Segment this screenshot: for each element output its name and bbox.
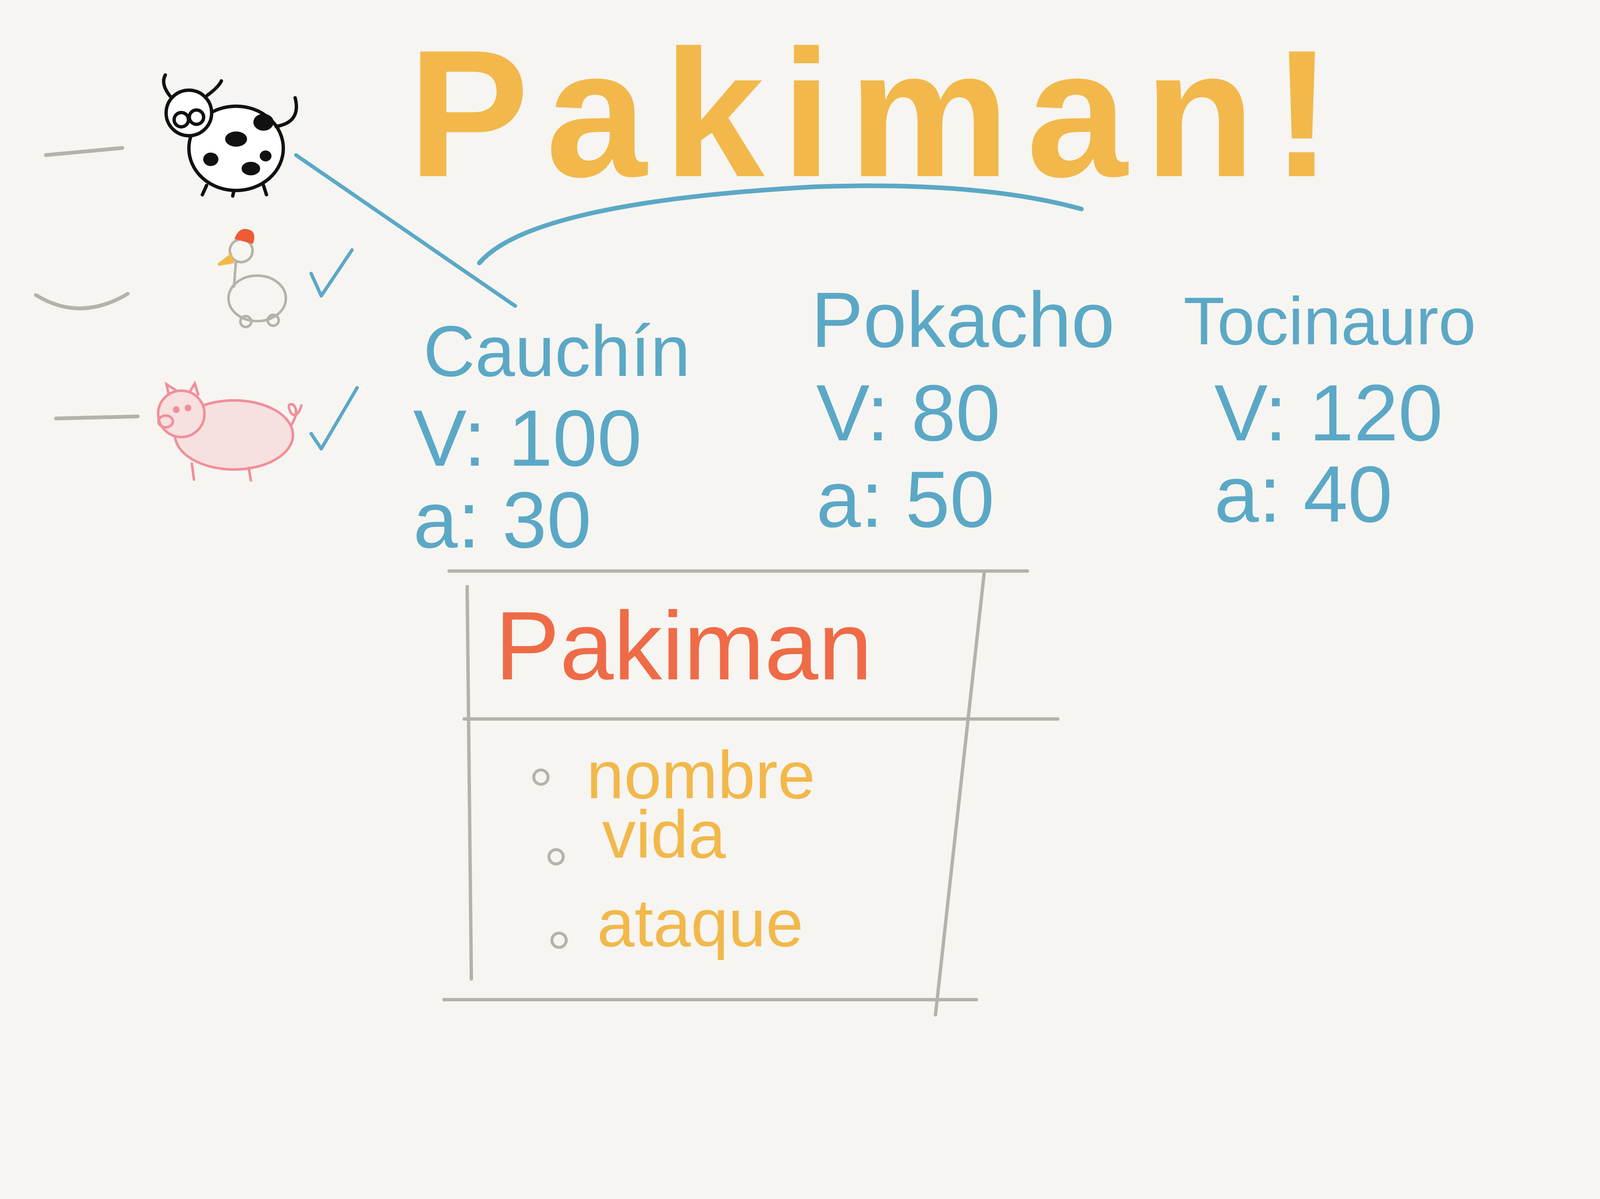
class-attribute: vida (602, 801, 727, 869)
pig-drawing (158, 383, 302, 481)
bullet-dot (548, 849, 564, 865)
pakiman-stat-label: Cauchín (423, 315, 691, 388)
class-name: Pakiman (494, 597, 873, 695)
pakiman-stat-label: V: 120 (1214, 372, 1443, 453)
class-box: Pakiman nombrevida ataque (467, 571, 982, 1001)
bullet-dot (551, 933, 567, 948)
title-text: Pakiman! (408, 22, 1350, 205)
pakiman-stat-label: a: 30 (413, 479, 592, 560)
outline-stroke (443, 998, 977, 1002)
pakiman-stat-label: Pokacho (811, 281, 1115, 360)
outline-stroke (467, 586, 472, 980)
pakiman-stat-label: V: 100 (413, 397, 642, 479)
check-marks (311, 250, 358, 450)
outline-stroke (464, 717, 1058, 721)
outline-stroke (449, 569, 1028, 573)
pakiman-stat-label: a: 50 (816, 459, 995, 540)
class-attribute: nombre (586, 741, 816, 810)
cow-drawing (163, 75, 297, 197)
class-attribute: ataque (596, 889, 804, 958)
pakiman-stat-label: Tocinauro (1183, 287, 1477, 355)
list-dashes (35, 147, 138, 419)
chicken-drawing (218, 230, 286, 328)
pakiman-stat-label: V: 80 (816, 372, 1001, 453)
bullet-dot (533, 770, 549, 785)
outline-stroke (935, 571, 985, 1016)
pakiman-stat-label: a: 40 (1214, 454, 1393, 535)
